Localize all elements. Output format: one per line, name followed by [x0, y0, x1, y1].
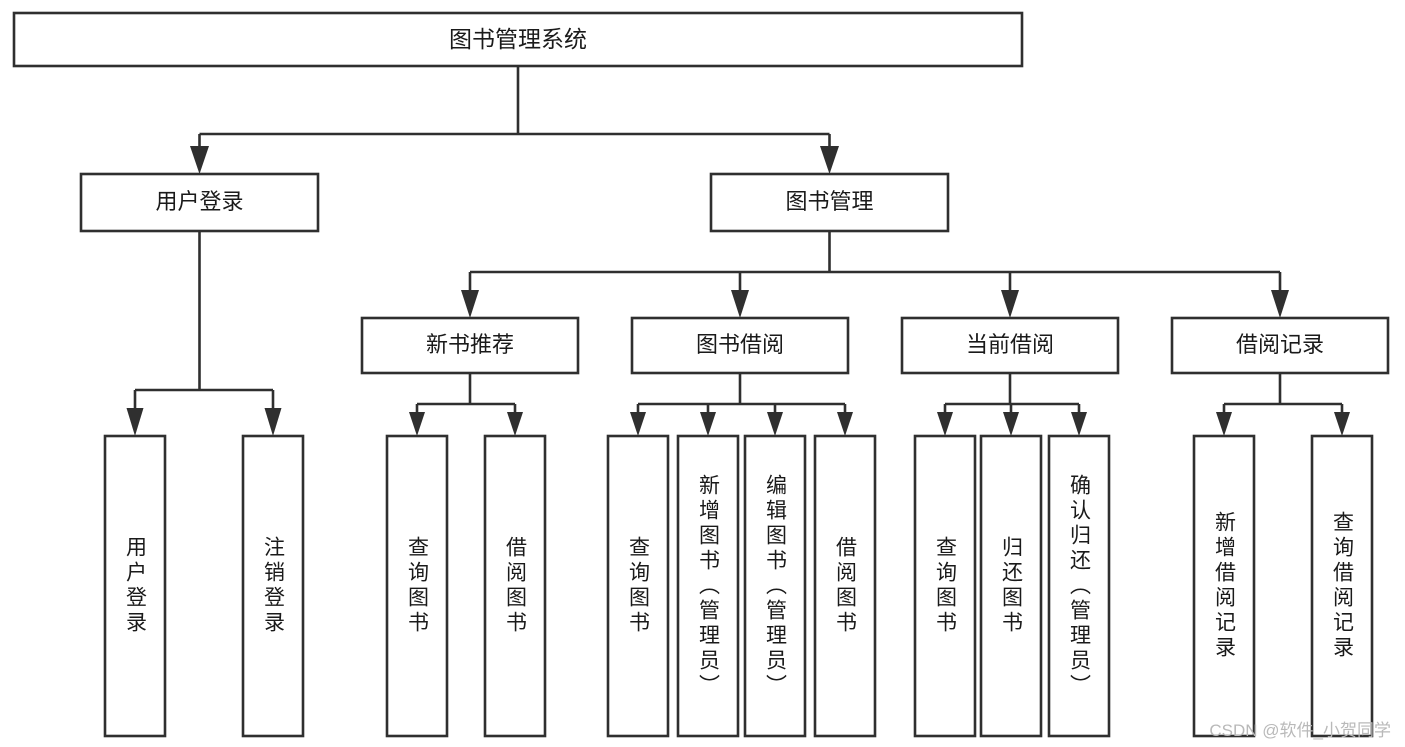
- node-book-borrow-box[interactable]: [630, 316, 850, 375]
- node-user-login-box[interactable]: [79, 172, 320, 233]
- leaf-node-borrow-book[interactable]: [813, 434, 877, 738]
- node-root-box[interactable]: [12, 11, 1024, 68]
- leaf-node-add-book-box[interactable]: [676, 434, 740, 738]
- node-user-login[interactable]: 用户登录: [79, 172, 320, 233]
- node-borrow-record-box[interactable]: [1170, 316, 1390, 375]
- leaf-node-query-book-rec[interactable]: [385, 434, 449, 738]
- leaf-node-add-record[interactable]: [1192, 434, 1256, 738]
- arrow-head-icon: [1271, 290, 1289, 318]
- leaf-node-user-login[interactable]: [103, 434, 167, 738]
- arrow-head-icon: [461, 290, 479, 318]
- arrow-head-icon: [937, 412, 953, 436]
- arrow-head-icon: [820, 146, 839, 174]
- arrow-head-icon: [264, 408, 282, 436]
- node-root[interactable]: 图书管理系统: [12, 11, 1024, 68]
- arrow-head-icon: [507, 412, 523, 436]
- leaf-node-borrow-book-rec[interactable]: [483, 434, 547, 738]
- connector-group-book-manage: [461, 231, 1289, 318]
- arrow-head-icon: [190, 146, 209, 174]
- node-borrow-record[interactable]: 借阅记录: [1170, 316, 1390, 375]
- node-new-book-rec[interactable]: 新书推荐: [360, 316, 580, 375]
- node-new-book-rec-label: 新书推荐: [426, 332, 514, 357]
- leaf-node-borrow-book-rec-box[interactable]: [483, 434, 547, 738]
- arrow-head-icon: [767, 412, 783, 436]
- node-book-borrow[interactable]: 图书借阅: [630, 316, 850, 375]
- arrow-head-icon: [700, 412, 716, 436]
- node-book-manage-label: 图书管理: [785, 189, 873, 214]
- arrow-head-icon: [837, 412, 853, 436]
- arrow-head-icon: [731, 290, 749, 318]
- leaf-node-return-book[interactable]: [979, 434, 1043, 738]
- leaf-node-query-book-current-box[interactable]: [913, 434, 977, 738]
- arrow-head-icon: [1071, 412, 1087, 436]
- leaf-node-query-book-rec-box[interactable]: [385, 434, 449, 738]
- node-root-label: 图书管理系统: [449, 26, 587, 52]
- leaf-node-query-record-box[interactable]: [1310, 434, 1374, 738]
- leaf-node-query-book-borrow[interactable]: [606, 434, 670, 738]
- connector-group-new-book-rec: [409, 373, 523, 436]
- leaf-node-query-book-current[interactable]: [913, 434, 977, 738]
- leaf-node-query-record[interactable]: [1310, 434, 1374, 738]
- node-current-borrow-box[interactable]: [900, 316, 1120, 375]
- leaf-node-edit-book[interactable]: [743, 434, 807, 738]
- connector-group-current-borrow: [937, 373, 1087, 436]
- arrow-head-icon: [630, 412, 646, 436]
- leaf-node-edit-book-box[interactable]: [743, 434, 807, 738]
- arrow-head-icon: [126, 408, 144, 436]
- arrow-head-icon: [1216, 412, 1232, 436]
- leaf-node-user-logout-box[interactable]: [241, 434, 305, 738]
- leaf-node-user-login-box[interactable]: [103, 434, 167, 738]
- node-book-manage[interactable]: 图书管理: [709, 172, 950, 233]
- leaf-node-confirm-return-box[interactable]: [1047, 434, 1111, 738]
- arrow-head-icon: [1003, 412, 1019, 436]
- node-new-book-rec-box[interactable]: [360, 316, 580, 375]
- leaf-node-confirm-return[interactable]: [1047, 434, 1111, 738]
- leaf-node-add-book[interactable]: [676, 434, 740, 738]
- connector-group-book-borrow: [630, 373, 853, 436]
- node-book-borrow-label: 图书借阅: [696, 332, 784, 357]
- connector-group-root: [190, 66, 839, 174]
- arrow-head-icon: [1334, 412, 1350, 436]
- arrow-head-icon: [409, 412, 425, 436]
- leaf-node-return-book-box[interactable]: [979, 434, 1043, 738]
- leaf-node-query-book-borrow-box[interactable]: [606, 434, 670, 738]
- leaf-node-user-logout[interactable]: [241, 434, 305, 738]
- leaf-node-add-record-box[interactable]: [1192, 434, 1256, 738]
- node-user-login-label: 用户登录: [155, 189, 243, 214]
- node-current-borrow-label: 当前借阅: [966, 332, 1054, 357]
- connector-group-user-login: [126, 231, 282, 436]
- node-book-manage-box[interactable]: [709, 172, 950, 233]
- arrow-head-icon: [1001, 290, 1019, 318]
- connector-group-borrow-record: [1216, 373, 1350, 436]
- node-current-borrow[interactable]: 当前借阅: [900, 316, 1120, 375]
- leaf-node-borrow-book-box[interactable]: [813, 434, 877, 738]
- node-borrow-record-label: 借阅记录: [1236, 332, 1324, 357]
